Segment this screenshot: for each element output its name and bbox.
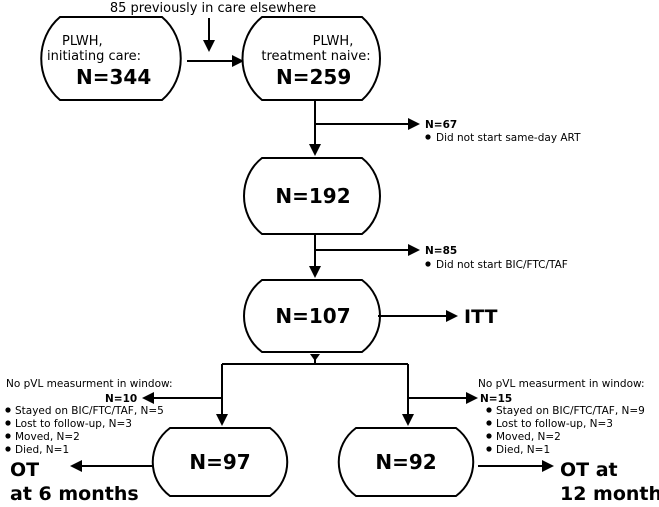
- naive-line1: PLWH,: [313, 34, 354, 49]
- left-item: Lost to follow-up, N=3: [15, 418, 132, 430]
- exclusion-2-count: N=85: [425, 245, 457, 257]
- split-arrowhead: [310, 354, 320, 361]
- ot-6-line1: OT: [10, 459, 39, 481]
- arrowhead-to-naive: [232, 55, 244, 67]
- box-97: [151, 427, 289, 497]
- naive-count: N=259: [276, 65, 351, 89]
- right-item: Moved, N=2: [496, 431, 561, 443]
- left-exclusion-count: N=10: [105, 393, 137, 405]
- naive-line2: treatment naive:: [261, 49, 370, 64]
- left-item-bullet: [5, 420, 11, 426]
- ot-6-line2: at 6 months: [10, 483, 139, 505]
- box-92: [337, 427, 475, 497]
- arrowhead-right-exclusion: [466, 392, 478, 404]
- exclusion-1-bullet: [425, 134, 431, 140]
- right-item-bullet: [486, 407, 492, 413]
- right-exclusion-count: N=15: [480, 393, 512, 405]
- box-107-count: N=107: [275, 304, 350, 328]
- arrowhead-exclusion-1: [408, 118, 420, 130]
- itt-label: ITT: [464, 306, 497, 328]
- right-item-bullet: [486, 446, 492, 452]
- exclusion-2-bullet: [425, 261, 431, 267]
- right-item: Lost to follow-up, N=3: [496, 418, 613, 430]
- prev-care-arrowhead: [203, 40, 215, 52]
- right-item-bullet: [486, 420, 492, 426]
- right-item: Stayed on BIC/FTC/TAF, N=9: [496, 405, 645, 417]
- initiating-line2: initiating care:: [47, 49, 141, 64]
- initiating-count: N=344: [76, 65, 151, 89]
- box-107: [243, 279, 381, 353]
- left-item-bullet: [5, 433, 11, 439]
- arrowhead-to-107: [309, 266, 321, 278]
- right-exclusion-heading: No pVL measurment in window:: [478, 378, 645, 390]
- arrowhead-to-92: [402, 414, 414, 426]
- box-97-count: N=97: [189, 450, 250, 474]
- left-item: Stayed on BIC/FTC/TAF, N=5: [15, 405, 164, 417]
- ot-12-line1: OT at: [560, 459, 618, 481]
- left-item: Moved, N=2: [15, 431, 80, 443]
- left-item: Died, N=1: [15, 444, 69, 456]
- previously-in-care-note: 85 previously in care elsewhere: [110, 1, 316, 16]
- arrowhead-to-97: [216, 414, 228, 426]
- left-exclusion-heading: No pVL measurment in window:: [6, 378, 173, 390]
- box-192: [243, 157, 381, 235]
- arrowhead-ot-6: [70, 460, 82, 472]
- exclusion-1-reason: Did not start same-day ART: [436, 132, 581, 144]
- arrowhead-exclusion-2: [408, 244, 420, 256]
- arrowhead-itt: [446, 310, 458, 322]
- arrowhead-left-exclusion: [142, 392, 154, 404]
- exclusion-1-count: N=67: [425, 119, 457, 131]
- box-92-count: N=92: [375, 450, 436, 474]
- arrowhead-ot-12: [542, 460, 554, 472]
- box-192-count: N=192: [275, 184, 350, 208]
- left-item-bullet: [5, 407, 11, 413]
- box-treatment-naive: [241, 15, 381, 101]
- left-item-bullet: [5, 446, 11, 452]
- ot-12-line2: 12 months: [560, 483, 659, 505]
- box-initiating-care: [40, 16, 182, 101]
- arrowhead-to-192: [309, 144, 321, 156]
- right-item: Died, N=1: [496, 444, 550, 456]
- right-item-bullet: [486, 433, 492, 439]
- left-exclusion-list: Stayed on BIC/FTC/TAF, N=5 Lost to follo…: [5, 405, 164, 456]
- right-exclusion-list: Stayed on BIC/FTC/TAF, N=9 Lost to follo…: [486, 405, 645, 456]
- initiating-line1: PLWH,: [62, 34, 103, 49]
- exclusion-2-reason: Did not start BIC/FTC/TAF: [436, 259, 568, 271]
